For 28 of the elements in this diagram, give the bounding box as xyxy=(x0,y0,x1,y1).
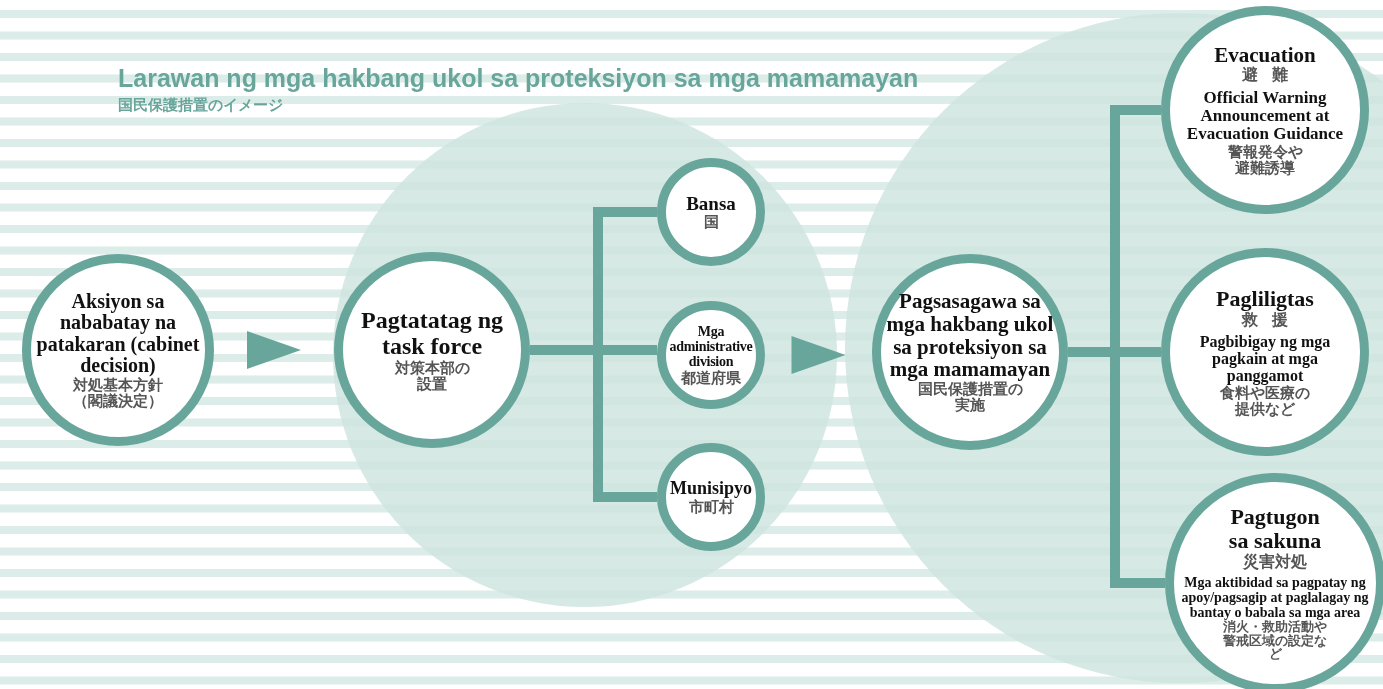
step-description: Mga aktibidad sa pagpatay ng apoy/pagsagip at paglalagay ng bantay o babala sa mga area xyxy=(1180,574,1370,621)
step-title: Bansa xyxy=(686,193,736,215)
japanese-caption: 食料や医療の提供など xyxy=(1219,384,1311,418)
japanese-caption: 国民保護措置の実施 xyxy=(917,381,1023,414)
japanese-caption: 対処基本方針（閣議決定） xyxy=(72,377,164,410)
title: Larawan ng mga hakbang ukol sa proteksiyon sa mga mamamayan xyxy=(118,64,919,93)
step-title: Pagsasagawa sa mga hakbang ukol sa proteksiyon sa mga mamamayan xyxy=(885,290,1055,382)
step-description: Pagbibigay ng mga pagkain at mga panggamot xyxy=(1198,332,1332,385)
step-title: Pagtugon sa sakuna xyxy=(1227,505,1323,553)
japanese-caption: 国 xyxy=(703,214,719,231)
step-title: Munisipyo xyxy=(670,479,752,499)
step-title: Pagliligtas xyxy=(1216,286,1314,311)
japanese-caption: 避難 xyxy=(1242,66,1302,84)
step-title: Pagtatatag ng task force xyxy=(360,307,504,360)
japanese-caption: 災害対処 xyxy=(1243,552,1307,570)
japanese-caption: 都道府県 xyxy=(681,369,741,386)
arrow xyxy=(247,331,301,369)
step-title: Mga administrative division xyxy=(668,324,754,370)
japanese-caption: 救援 xyxy=(1242,310,1302,328)
step-description: Official Warning Announcement at Evacuation Guidance xyxy=(1185,88,1345,144)
arrow xyxy=(791,336,846,374)
japanese-caption: 消火・救助活動や警戒区域の設定など xyxy=(1223,620,1327,661)
japanese-caption: 対策本部の設置 xyxy=(393,359,471,393)
japanese-caption: 警報発令や避難誘導 xyxy=(1226,143,1304,177)
step-title: Evacuation xyxy=(1214,43,1316,67)
subtitle: 国民保護措置のイメージ xyxy=(118,96,283,115)
japanese-caption: 市町村 xyxy=(688,498,734,515)
step-title: Aksiyon sa nababatay na patakaran (cabinet decision) xyxy=(35,290,201,377)
